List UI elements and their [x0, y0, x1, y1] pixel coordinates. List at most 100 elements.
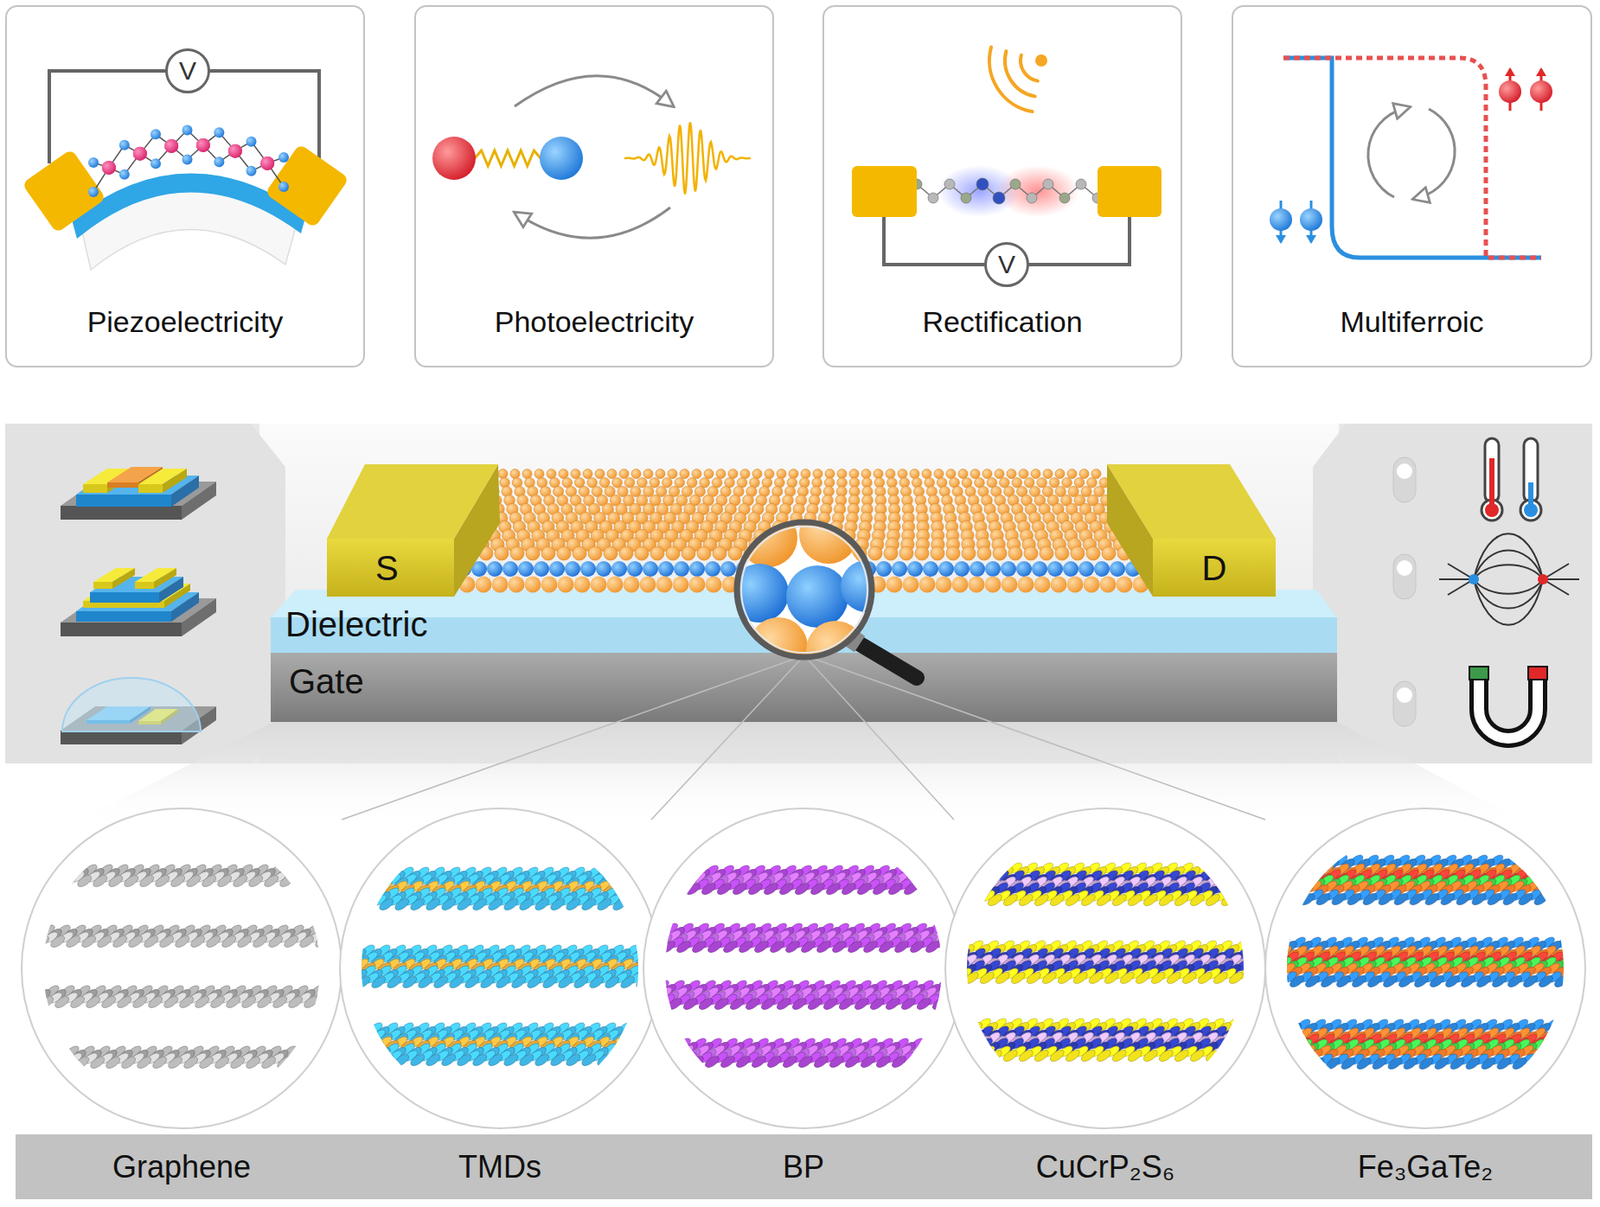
- atom: [198, 1030, 217, 1041]
- atom: [177, 997, 197, 1009]
- atom: [704, 469, 714, 480]
- atom: [602, 977, 622, 989]
- atom: [1050, 576, 1068, 594]
- atom: [79, 936, 99, 948]
- atom: [234, 963, 254, 975]
- atom: [556, 546, 571, 561]
- atom: [2, 990, 22, 1002]
- atom: [800, 469, 811, 480]
- atom: [540, 977, 560, 989]
- atom: [533, 561, 550, 577]
- atom: [0, 932, 13, 943]
- atom: [345, 881, 363, 892]
- atom: [48, 1046, 66, 1057]
- atom: [1067, 576, 1084, 594]
- atom: [329, 1034, 349, 1046]
- atom: [1094, 486, 1105, 497]
- atom: [57, 1057, 77, 1069]
- atom: [282, 966, 301, 977]
- slab-front: [93, 582, 113, 589]
- atom: [306, 1057, 326, 1069]
- atom: [283, 899, 303, 911]
- atom: [304, 1041, 324, 1053]
- atom: [897, 469, 908, 480]
- atom: [1055, 469, 1065, 480]
- atom: [181, 1057, 201, 1069]
- atom: [648, 956, 668, 968]
- atom: [290, 1057, 310, 1069]
- zoom-line: [341, 655, 805, 820]
- atom: [338, 977, 358, 989]
- atom: [199, 876, 219, 888]
- atom: [335, 925, 353, 936]
- atom: [8, 925, 26, 936]
- atom: [293, 895, 311, 906]
- atom: [337, 888, 355, 899]
- atom: [292, 1030, 310, 1041]
- atom: [294, 1027, 314, 1039]
- contact: [93, 568, 135, 589]
- atom: [934, 469, 944, 480]
- atom: [275, 959, 293, 970]
- atom: [648, 888, 666, 899]
- atom: [1034, 576, 1051, 594]
- atom: [601, 867, 619, 878]
- atom: [185, 1027, 205, 1039]
- atom: [899, 546, 914, 561]
- atom: [53, 1050, 73, 1063]
- atom: [297, 936, 317, 948]
- atom: [899, 477, 910, 488]
- atom: [284, 1053, 302, 1064]
- atom: [22, 871, 40, 883]
- electrode-top: [1107, 464, 1276, 539]
- atom: [35, 864, 53, 876]
- atom: [522, 469, 532, 480]
- atom: [358, 892, 378, 904]
- atom: [157, 936, 177, 948]
- atom: [622, 892, 642, 904]
- atom: [321, 1057, 341, 1069]
- atom: [652, 871, 672, 884]
- atom: [371, 876, 391, 888]
- atom: [653, 892, 673, 904]
- atom: [369, 977, 389, 989]
- atom: [335, 1041, 355, 1053]
- atom: [0, 925, 11, 936]
- atom: [668, 871, 688, 884]
- atom: [508, 576, 525, 594]
- atom: [704, 561, 721, 577]
- atom: [1074, 477, 1085, 488]
- atom: [938, 561, 954, 577]
- field-line: [1473, 579, 1543, 609]
- atom: [6, 1050, 26, 1063]
- atom: [99, 997, 119, 1009]
- atom: [970, 469, 980, 480]
- magnifier: [729, 505, 917, 680]
- atom: [361, 899, 381, 911]
- atom: [277, 876, 297, 888]
- atom: [524, 977, 544, 989]
- atom: [251, 966, 269, 977]
- atom: [267, 1034, 287, 1046]
- atom: [615, 885, 635, 897]
- atom: [992, 546, 1007, 561]
- atom: [716, 469, 726, 480]
- atom: [786, 565, 849, 628]
- atom: [244, 977, 264, 989]
- atom: [665, 874, 684, 885]
- atom: [656, 576, 673, 594]
- atom: [11, 932, 29, 943]
- atom: [1100, 576, 1117, 594]
- atom: [153, 876, 173, 888]
- atom: [362, 864, 380, 876]
- atom: [304, 885, 324, 897]
- atom: [911, 477, 922, 488]
- atom: [300, 1053, 318, 1064]
- atom: [338, 932, 356, 943]
- atom: [1, 936, 21, 948]
- atom: [994, 469, 1005, 480]
- atom: [360, 1036, 378, 1048]
- atom: [253, 952, 271, 963]
- atom: [311, 892, 331, 904]
- atom: [493, 977, 513, 989]
